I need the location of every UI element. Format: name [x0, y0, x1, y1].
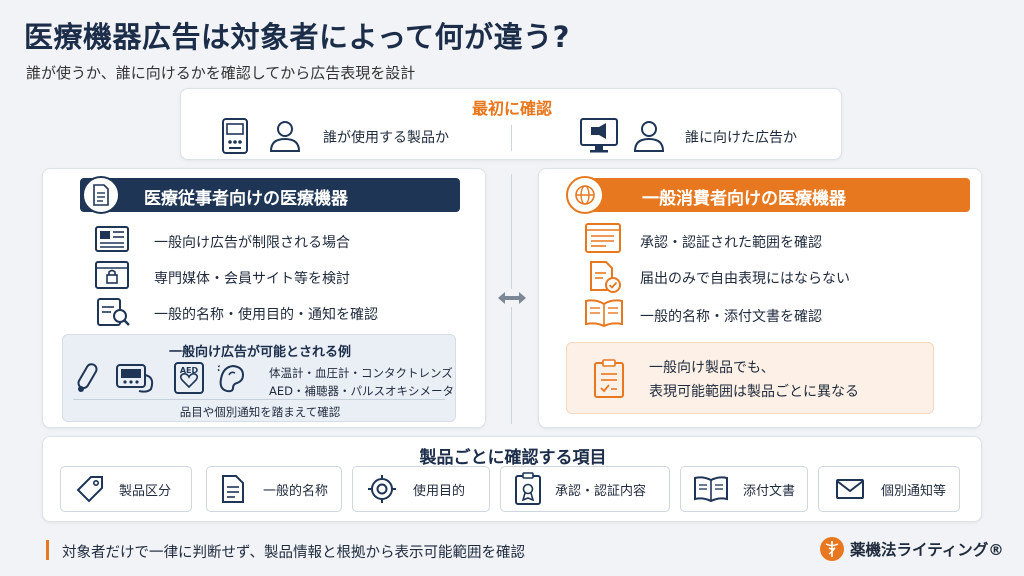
certificate-icon [513, 472, 543, 506]
page-title: 医療機器広告は対象者によって何が違う? [24, 20, 571, 54]
check-chip-label: 製品区分 [119, 483, 172, 499]
brand-name: 薬機法ライティング® [850, 541, 1004, 559]
checklist-icon [593, 359, 625, 399]
professional-item: 一般的名称・使用目的・通知を確認 [154, 307, 378, 323]
double-arrow-icon [496, 289, 528, 307]
first-check-box: 最初に確認 誰が使用する製品か 誰に向けた広告か [180, 88, 842, 160]
open-book-icon [693, 475, 729, 503]
target-icon [367, 474, 397, 504]
consumer-item: 届出のみで自由表現にはならない [640, 271, 850, 287]
professional-item: 一般向け広告が制限される場合 [154, 235, 350, 251]
first-check-divider [511, 125, 512, 151]
consumer-note-line2: 表現可能範囲は製品ごとに異なる [649, 384, 859, 400]
globe-icon [566, 176, 604, 214]
check-chip-label: 個別通知等 [881, 483, 947, 499]
professional-item: 専門媒体・会員サイト等を検討 [154, 271, 350, 287]
footer-accent-bar [46, 540, 49, 560]
user-icon [631, 117, 667, 153]
check-chip-individual-notice: 個別通知等 [818, 466, 960, 512]
document-check-icon [588, 260, 622, 294]
professional-heading-bar: 医療従事者向けの医療機器 [80, 178, 460, 212]
thermometer-icon [73, 361, 107, 395]
footer-message: 対象者だけで一律に判断せず、製品情報と根拠から表示可能範囲を確認 [62, 545, 525, 561]
aed-icon-label: AED [179, 366, 199, 375]
check-chip-general-name: 一般的名称 [206, 466, 342, 512]
first-check-title: 最初に確認 [471, 99, 552, 118]
tag-icon [75, 474, 105, 504]
hearing-aid-icon [215, 361, 249, 395]
page-subtitle: 誰が使うか、誰に向けるかを確認してから広告表現を設計 [26, 64, 416, 82]
example-devices-line2: AED・補聴器・パルスオキシメータ [269, 384, 454, 398]
blood-pressure-monitor-icon [111, 361, 155, 395]
device-icon [221, 117, 249, 155]
consumer-note-line1: 一般向け製品でも、 [649, 360, 775, 376]
check-chip-label: 添付文書 [743, 483, 796, 499]
aed-icon: AED [173, 361, 205, 395]
example-title: 一般向け広告が可能とされる例 [168, 345, 351, 360]
clipboard-search-icon [96, 296, 132, 328]
first-check-audience-label: 誰に向けた広告か [685, 130, 797, 146]
open-book-icon [584, 298, 624, 328]
check-chip-approval-content: 承認・認証内容 [500, 466, 670, 512]
consumer-item: 一般的名称・添付文書を確認 [640, 309, 822, 325]
check-chip-label: 使用目的 [413, 483, 466, 499]
example-footnote: 品目や個別通知を踏まえて確認 [179, 405, 341, 419]
brand-logo-area: 薬機法ライティング® [820, 537, 1004, 561]
example-box: 一般向け広告が可能とされる例 AED 体温計・血圧計・コンタクトレンズ AED・… [62, 334, 456, 422]
check-chip-label: 一般的名称 [263, 483, 329, 499]
check-chip-product-category: 製品区分 [60, 466, 192, 512]
example-devices-line1: 体温計・血圧計・コンタクトレンズ [269, 366, 453, 380]
check-chip-package-insert: 添付文書 [680, 466, 808, 512]
check-chip-label: 承認・認証内容 [555, 483, 647, 499]
example-divider [73, 399, 445, 400]
monitor-megaphone-icon [579, 117, 619, 155]
professional-heading: 医療従事者向けの医療機器 [144, 189, 348, 209]
caduceus-logo-icon [820, 537, 844, 561]
locked-browser-icon [94, 260, 130, 290]
consumer-note-box: 一般向け製品でも、 表現可能範囲は製品ごとに異なる [566, 342, 934, 414]
check-items-title: 製品ごとに確認する項目 [419, 448, 607, 468]
certificate-list-icon [584, 222, 622, 254]
envelope-icon [835, 478, 865, 500]
check-chip-intended-use: 使用目的 [352, 466, 490, 512]
user-icon [267, 117, 303, 153]
newspaper-icon [94, 225, 130, 253]
consumer-heading-bar: 一般消費者向けの医療機器 [578, 178, 970, 212]
first-check-user-label: 誰が使用する製品か [323, 130, 449, 146]
consumer-item: 承認・認証された範囲を確認 [640, 235, 822, 251]
document-icon [82, 176, 120, 214]
consumer-heading: 一般消費者向けの医療機器 [642, 189, 846, 209]
document-lines-icon [221, 474, 245, 504]
